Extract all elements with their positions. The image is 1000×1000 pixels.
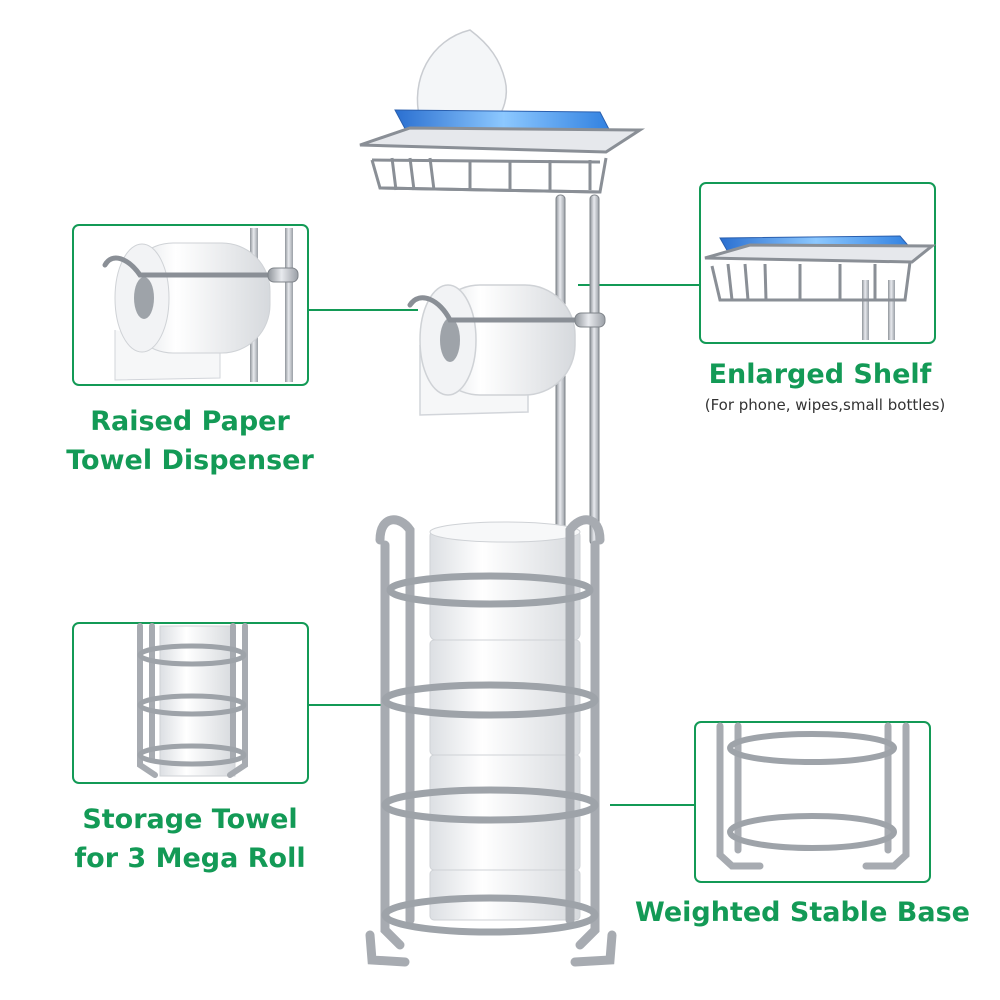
detail-box-paper-dispenser <box>72 224 309 386</box>
paper-dispenser-line2: Towel Dispenser <box>66 445 314 477</box>
paper-roll <box>407 284 606 416</box>
enlarged-shelf-title: Enlarged Shelf <box>708 359 932 390</box>
storage-cage <box>365 515 617 967</box>
storage-line1: Storage Towel <box>82 804 298 835</box>
detail-box-storage <box>72 622 309 784</box>
storage-label: Storage Towel for 3 Mega Roll <box>60 800 320 878</box>
detail-box-base <box>694 721 931 883</box>
enlarged-shelf-subtitle: (For phone, wipes,small bottles) <box>704 396 946 414</box>
detail-box-shelf <box>699 182 937 344</box>
tissue-icon <box>416 29 507 126</box>
paper-dispenser-label: Raised Paper Towel Dispenser <box>55 402 325 480</box>
paper-dispenser-line1: Raised Paper <box>90 406 290 437</box>
shelf-basket <box>359 126 646 194</box>
main-stand <box>359 29 646 967</box>
base-label: Weighted Stable Base <box>635 897 970 928</box>
storage-line2: for 3 Mega Roll <box>74 843 306 875</box>
